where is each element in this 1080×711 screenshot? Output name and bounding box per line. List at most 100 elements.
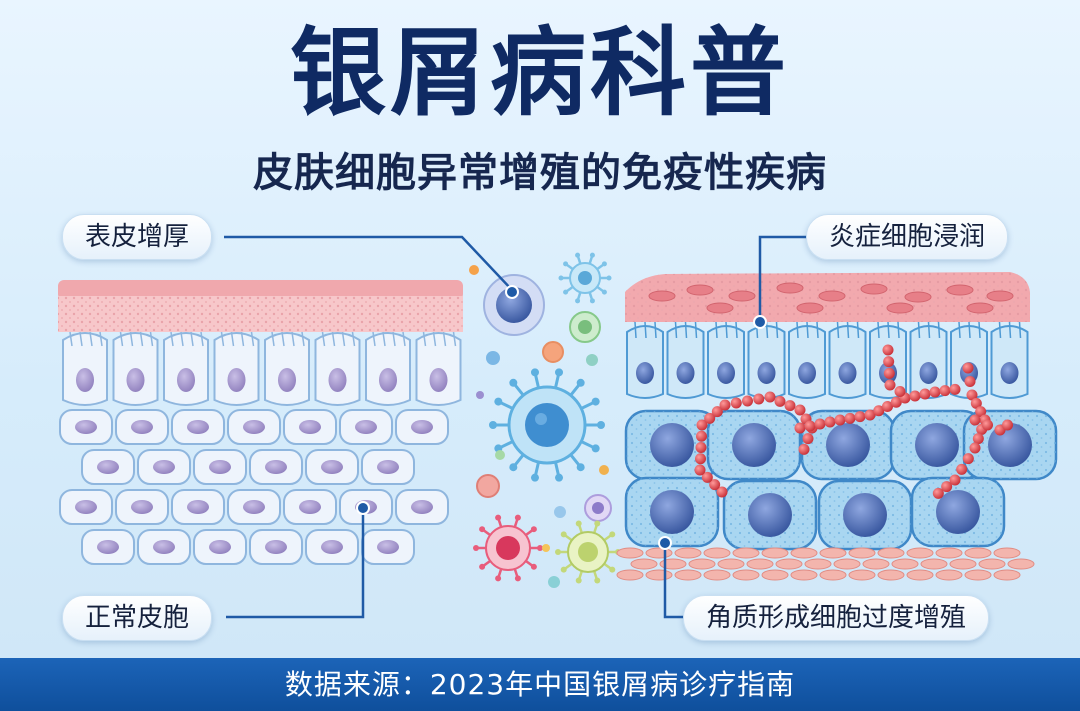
cell-nucleus xyxy=(377,540,399,554)
inflammatory-cell xyxy=(969,414,981,426)
plaque xyxy=(904,291,932,303)
inflammatory-cell xyxy=(753,393,765,405)
particle-icon xyxy=(542,341,564,363)
dermis-cell xyxy=(993,569,1021,581)
normal-skin-cell xyxy=(305,529,359,565)
cell-nucleus xyxy=(379,368,397,392)
dermis-cell xyxy=(935,547,963,559)
cell-nucleus xyxy=(1000,362,1019,384)
columnar-cell xyxy=(213,331,260,406)
columnar-cell xyxy=(707,321,745,399)
columnar-cell xyxy=(788,321,826,399)
columnar-cell xyxy=(909,321,948,399)
normal-skin-cell xyxy=(361,529,415,565)
psoriatic-skin-cell xyxy=(889,409,985,481)
cell-nucleus xyxy=(209,460,231,474)
inflammatory-cell xyxy=(824,416,836,428)
cell-nucleus xyxy=(936,490,980,534)
dermis-cell xyxy=(891,558,919,570)
normal-skin-cell xyxy=(395,489,449,525)
columnar-cell xyxy=(828,321,867,399)
inflammatory-cell xyxy=(882,344,894,356)
normal-skin-cell xyxy=(193,529,247,565)
psoriatic-skin-cell xyxy=(722,479,818,551)
psoriatic-skin-cell xyxy=(624,409,720,481)
inflammatory-cell xyxy=(730,397,742,409)
normal-skin-cell xyxy=(305,449,359,485)
cell-nucleus xyxy=(153,460,175,474)
cell-nucleus xyxy=(97,460,119,474)
normal-skin-cell xyxy=(249,529,303,565)
inflammatory-cell-chains xyxy=(694,344,1013,499)
cell-nucleus xyxy=(717,362,735,384)
cell-nucleus xyxy=(748,493,792,537)
plaque xyxy=(686,284,714,296)
cell-nucleus xyxy=(265,460,287,474)
cell-nucleus xyxy=(411,500,433,514)
dermis-cell xyxy=(819,547,847,559)
normal-skin-cell xyxy=(283,489,337,525)
dermis-layer xyxy=(616,547,1035,581)
normal-columnar-cells xyxy=(62,331,462,406)
inflammatory-cell xyxy=(894,386,906,397)
normal-skin-cell xyxy=(283,409,337,445)
particle-icon xyxy=(548,576,560,588)
inflammatory-cell xyxy=(834,414,846,426)
label-normal-skin-cells: 正常皮胞 xyxy=(62,595,213,641)
normal-cell-grid xyxy=(59,409,449,565)
inflammatory-cell xyxy=(982,419,993,431)
dermis-cell xyxy=(833,558,861,570)
cell-nucleus xyxy=(153,540,175,554)
immune-cell-icon xyxy=(584,494,612,522)
inflammatory-cell xyxy=(873,405,885,417)
particle-icon xyxy=(542,544,550,552)
plaque xyxy=(818,290,846,302)
normal-skin-cell xyxy=(115,489,169,525)
cell-nucleus xyxy=(650,423,694,467)
label-inflammatory-infiltration: 炎症细胞浸润 xyxy=(806,214,1009,260)
cell-nucleus xyxy=(321,540,343,554)
particle-icon xyxy=(469,265,479,275)
inflammatory-cell xyxy=(695,453,706,465)
dermis-cell xyxy=(732,547,760,559)
inflammatory-cell xyxy=(962,362,974,374)
virus-icon xyxy=(489,368,605,482)
normal-stratum-corneum xyxy=(58,280,463,300)
inflammatory-cell xyxy=(883,367,895,379)
particle-icon xyxy=(599,465,609,475)
inflammatory-cell xyxy=(774,395,786,407)
cell-nucleus xyxy=(278,368,296,392)
dermis-cell xyxy=(993,547,1021,559)
columnar-cell xyxy=(415,331,462,406)
inflammatory-cell xyxy=(709,479,721,491)
inflammatory-cell xyxy=(975,406,987,418)
dermis-cell xyxy=(920,558,948,570)
particle-icon xyxy=(495,450,505,460)
leader-dot xyxy=(658,536,672,550)
dermis-cell xyxy=(906,547,934,559)
inflammatory-cell xyxy=(764,391,776,403)
normal-skin-cell xyxy=(81,529,135,565)
plaque xyxy=(886,302,914,314)
inflammatory-cell xyxy=(844,412,856,424)
inflammatory-cell xyxy=(802,433,814,445)
psoriatic-skin-cell xyxy=(624,476,720,548)
inflammatory-cell xyxy=(890,396,902,408)
dermis-cell xyxy=(775,558,803,570)
plaque xyxy=(728,290,756,302)
cell-nucleus xyxy=(843,493,887,537)
dermis-cell xyxy=(949,558,977,570)
cell-nucleus xyxy=(177,368,195,392)
inflammatory-cell xyxy=(794,404,806,416)
plaque xyxy=(796,302,824,314)
inflammatory-cell xyxy=(883,356,895,368)
inflammatory-cell xyxy=(1002,419,1013,431)
normal-skin-cell xyxy=(193,449,247,485)
inflammatory-cell xyxy=(716,486,728,498)
plaque xyxy=(966,302,994,314)
normal-skin-cell xyxy=(171,489,225,525)
cell-nucleus xyxy=(243,420,265,434)
inflammatory-cell xyxy=(949,383,961,395)
plaque xyxy=(648,290,676,302)
